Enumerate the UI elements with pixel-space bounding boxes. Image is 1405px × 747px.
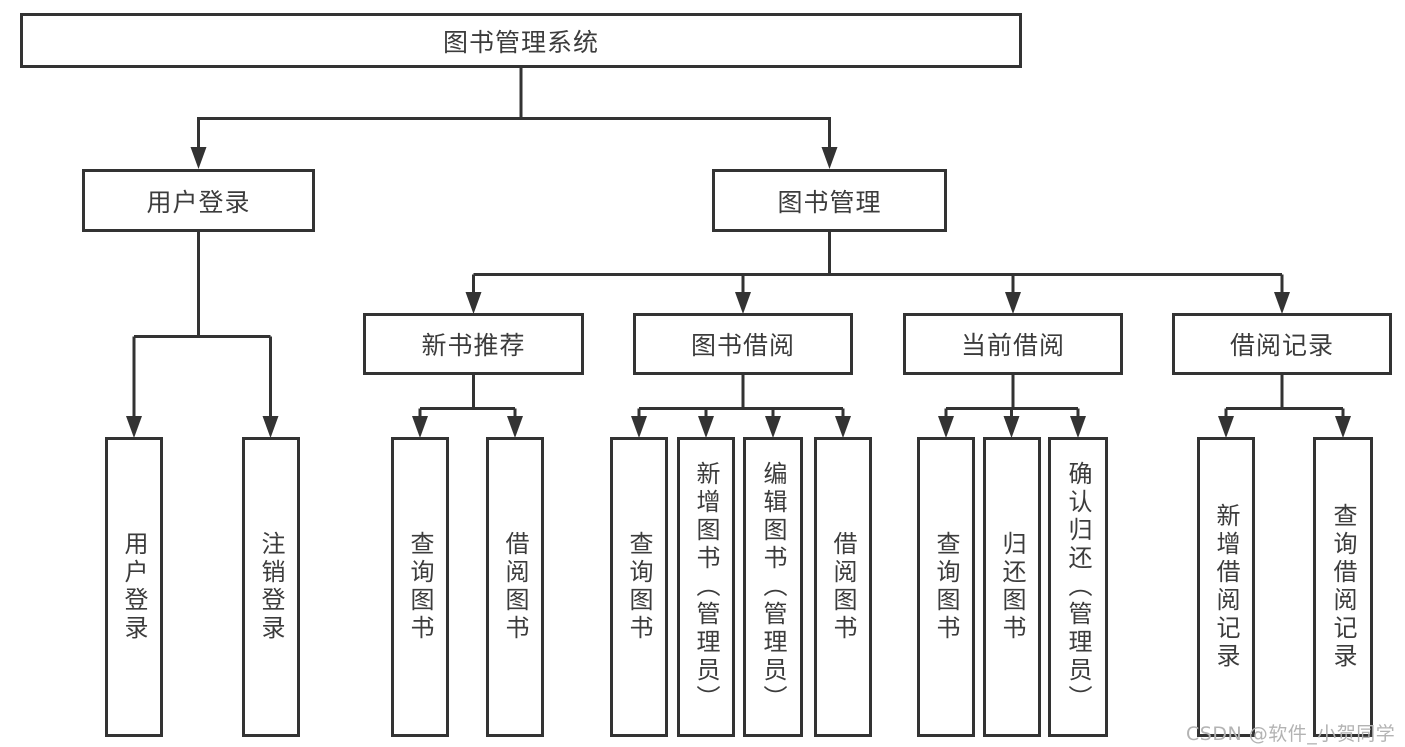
csdn-watermark: CSDN @软件_小贺同学	[1186, 723, 1396, 745]
arrow-icon	[1274, 292, 1290, 314]
arrow-icon	[735, 292, 751, 314]
connector-new-book-branch	[418, 375, 517, 417]
node-label: 当前借阅	[960, 331, 1065, 360]
arrow-icon	[507, 416, 523, 438]
node-leaf-borrow-books-1: 借阅图书	[486, 437, 544, 737]
arrow-icon	[1005, 292, 1021, 314]
arrow-icon	[698, 416, 714, 438]
node-label: 编辑图书（管理员）	[759, 461, 787, 713]
node-borrow-records: 借阅记录	[1172, 313, 1392, 375]
node-label: 查询图书	[625, 531, 653, 643]
node-label: 新书推荐	[421, 331, 526, 360]
node-label: 图书管理	[777, 187, 882, 217]
node-label: 用户登录	[146, 187, 251, 217]
connector-current-borrow-branch	[944, 375, 1080, 417]
arrow-icon	[1003, 416, 1020, 438]
node-leaf-return-book: 归还图书	[983, 437, 1041, 737]
node-label: 归还图书	[998, 531, 1026, 643]
node-leaf-query-books-3: 查询图书	[917, 437, 975, 737]
node-leaf-query-borrow-record: 查询借阅记录	[1313, 437, 1373, 737]
node-label: 查询借阅记录	[1329, 503, 1357, 671]
node-label: 用户登录	[120, 531, 148, 643]
node-label: 借阅记录	[1229, 331, 1334, 360]
node-leaf-borrow-books-2: 借阅图书	[814, 437, 872, 737]
arrow-icon	[190, 147, 207, 169]
node-label: 注销登录	[257, 531, 285, 643]
node-leaf-add-book-admin: 新增图书（管理员）	[677, 437, 735, 737]
arrow-icon	[412, 416, 428, 438]
node-root: 图书管理系统	[20, 13, 1022, 68]
arrow-icon	[262, 416, 279, 438]
node-book-management: 图书管理	[712, 169, 947, 232]
node-leaf-confirm-return-admin: 确认归还（管理员）	[1048, 437, 1108, 737]
node-label: 新增借阅记录	[1212, 503, 1240, 671]
node-label: 借阅图书	[501, 531, 529, 643]
node-leaf-logout: 注销登录	[242, 437, 300, 737]
node-label: 图书管理系统	[442, 27, 599, 57]
arrow-icon	[835, 416, 851, 438]
connector-book-borrow-branch	[637, 375, 845, 417]
node-label: 借阅图书	[829, 531, 857, 643]
node-label: 查询图书	[406, 531, 434, 643]
arrow-icon	[1070, 416, 1086, 438]
connector-user-login-branch	[132, 232, 272, 417]
arrow-icon	[821, 147, 838, 169]
arrow-icon	[631, 416, 647, 438]
node-leaf-query-books-2: 查询图书	[610, 437, 668, 737]
node-leaf-add-borrow-record: 新增借阅记录	[1197, 437, 1255, 737]
node-label: 查询图书	[932, 531, 960, 643]
node-book-borrow: 图书借阅	[633, 313, 853, 375]
node-leaf-edit-book-admin: 编辑图书（管理员）	[743, 437, 803, 737]
node-current-borrow: 当前借阅	[903, 313, 1123, 375]
connector-borrow-records-branch	[1224, 375, 1345, 417]
node-user-login: 用户登录	[82, 169, 315, 232]
arrow-icon	[938, 416, 954, 438]
arrowheads	[126, 147, 1351, 438]
node-new-book-recommend: 新书推荐	[363, 313, 584, 375]
node-leaf-query-books-1: 查询图书	[391, 437, 449, 737]
arrow-icon	[765, 416, 781, 438]
connector-root-branch	[197, 68, 831, 148]
connector-book-mgmt-branch	[472, 232, 1284, 293]
arrow-icon	[126, 416, 142, 438]
arrow-icon	[1218, 416, 1234, 438]
node-label: 新增图书（管理员）	[692, 461, 720, 713]
node-leaf-user-login: 用户登录	[105, 437, 163, 737]
node-label: 确认归还（管理员）	[1064, 461, 1092, 713]
arrow-icon	[1335, 416, 1351, 438]
node-label: 图书借阅	[690, 331, 795, 360]
arrow-icon	[465, 292, 482, 314]
